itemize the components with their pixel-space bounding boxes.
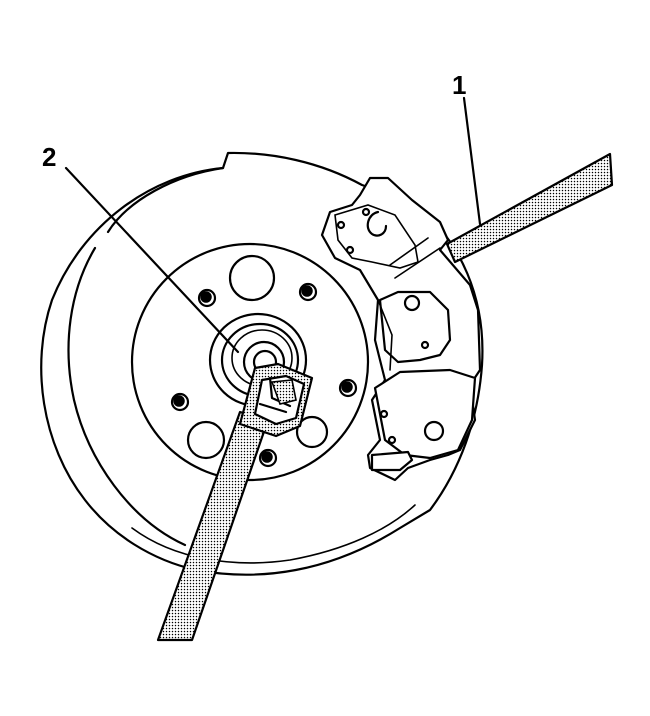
- callout-1-leader: [462, 96, 482, 226]
- caliper-slot: [366, 210, 388, 237]
- piston-bolt: [403, 294, 421, 312]
- callout-2-label: 2: [42, 142, 56, 172]
- caliper-lower-body: [373, 368, 477, 460]
- pilot-hole-left: [186, 420, 226, 460]
- backing-plate-rim-lower: [131, 504, 416, 564]
- caliper-bolt-e: [379, 409, 389, 419]
- wrench-socket-slot: [270, 379, 297, 405]
- lug-hole-lower-inner: [261, 451, 273, 463]
- caliper-bolt-a: [336, 220, 346, 230]
- caliper-line-a: [389, 237, 429, 266]
- caliper-bolt-b: [345, 245, 355, 255]
- pilot-hole-right: [295, 415, 329, 449]
- caliper-bolt-d: [420, 340, 430, 350]
- caliper-edge: [377, 299, 393, 371]
- pry-bar: [445, 152, 614, 264]
- lug-hole-right-inner: [341, 381, 353, 393]
- caliper-bolt-c: [361, 207, 371, 217]
- lug-hole-left-inner: [173, 395, 185, 407]
- caliper-upper-mount: [334, 204, 419, 269]
- lug-hole-upper-right-inner: [301, 285, 313, 297]
- caliper-line-b: [394, 247, 441, 279]
- callout-1-label: 1: [452, 70, 466, 100]
- pilot-hole-top: [228, 254, 276, 302]
- lower-bolt: [423, 420, 445, 442]
- caliper-bolt-f: [387, 435, 397, 445]
- caliper-clip: [370, 450, 414, 472]
- lug-hole-upper-left-inner: [200, 291, 212, 303]
- callout-2-leader: [64, 166, 240, 354]
